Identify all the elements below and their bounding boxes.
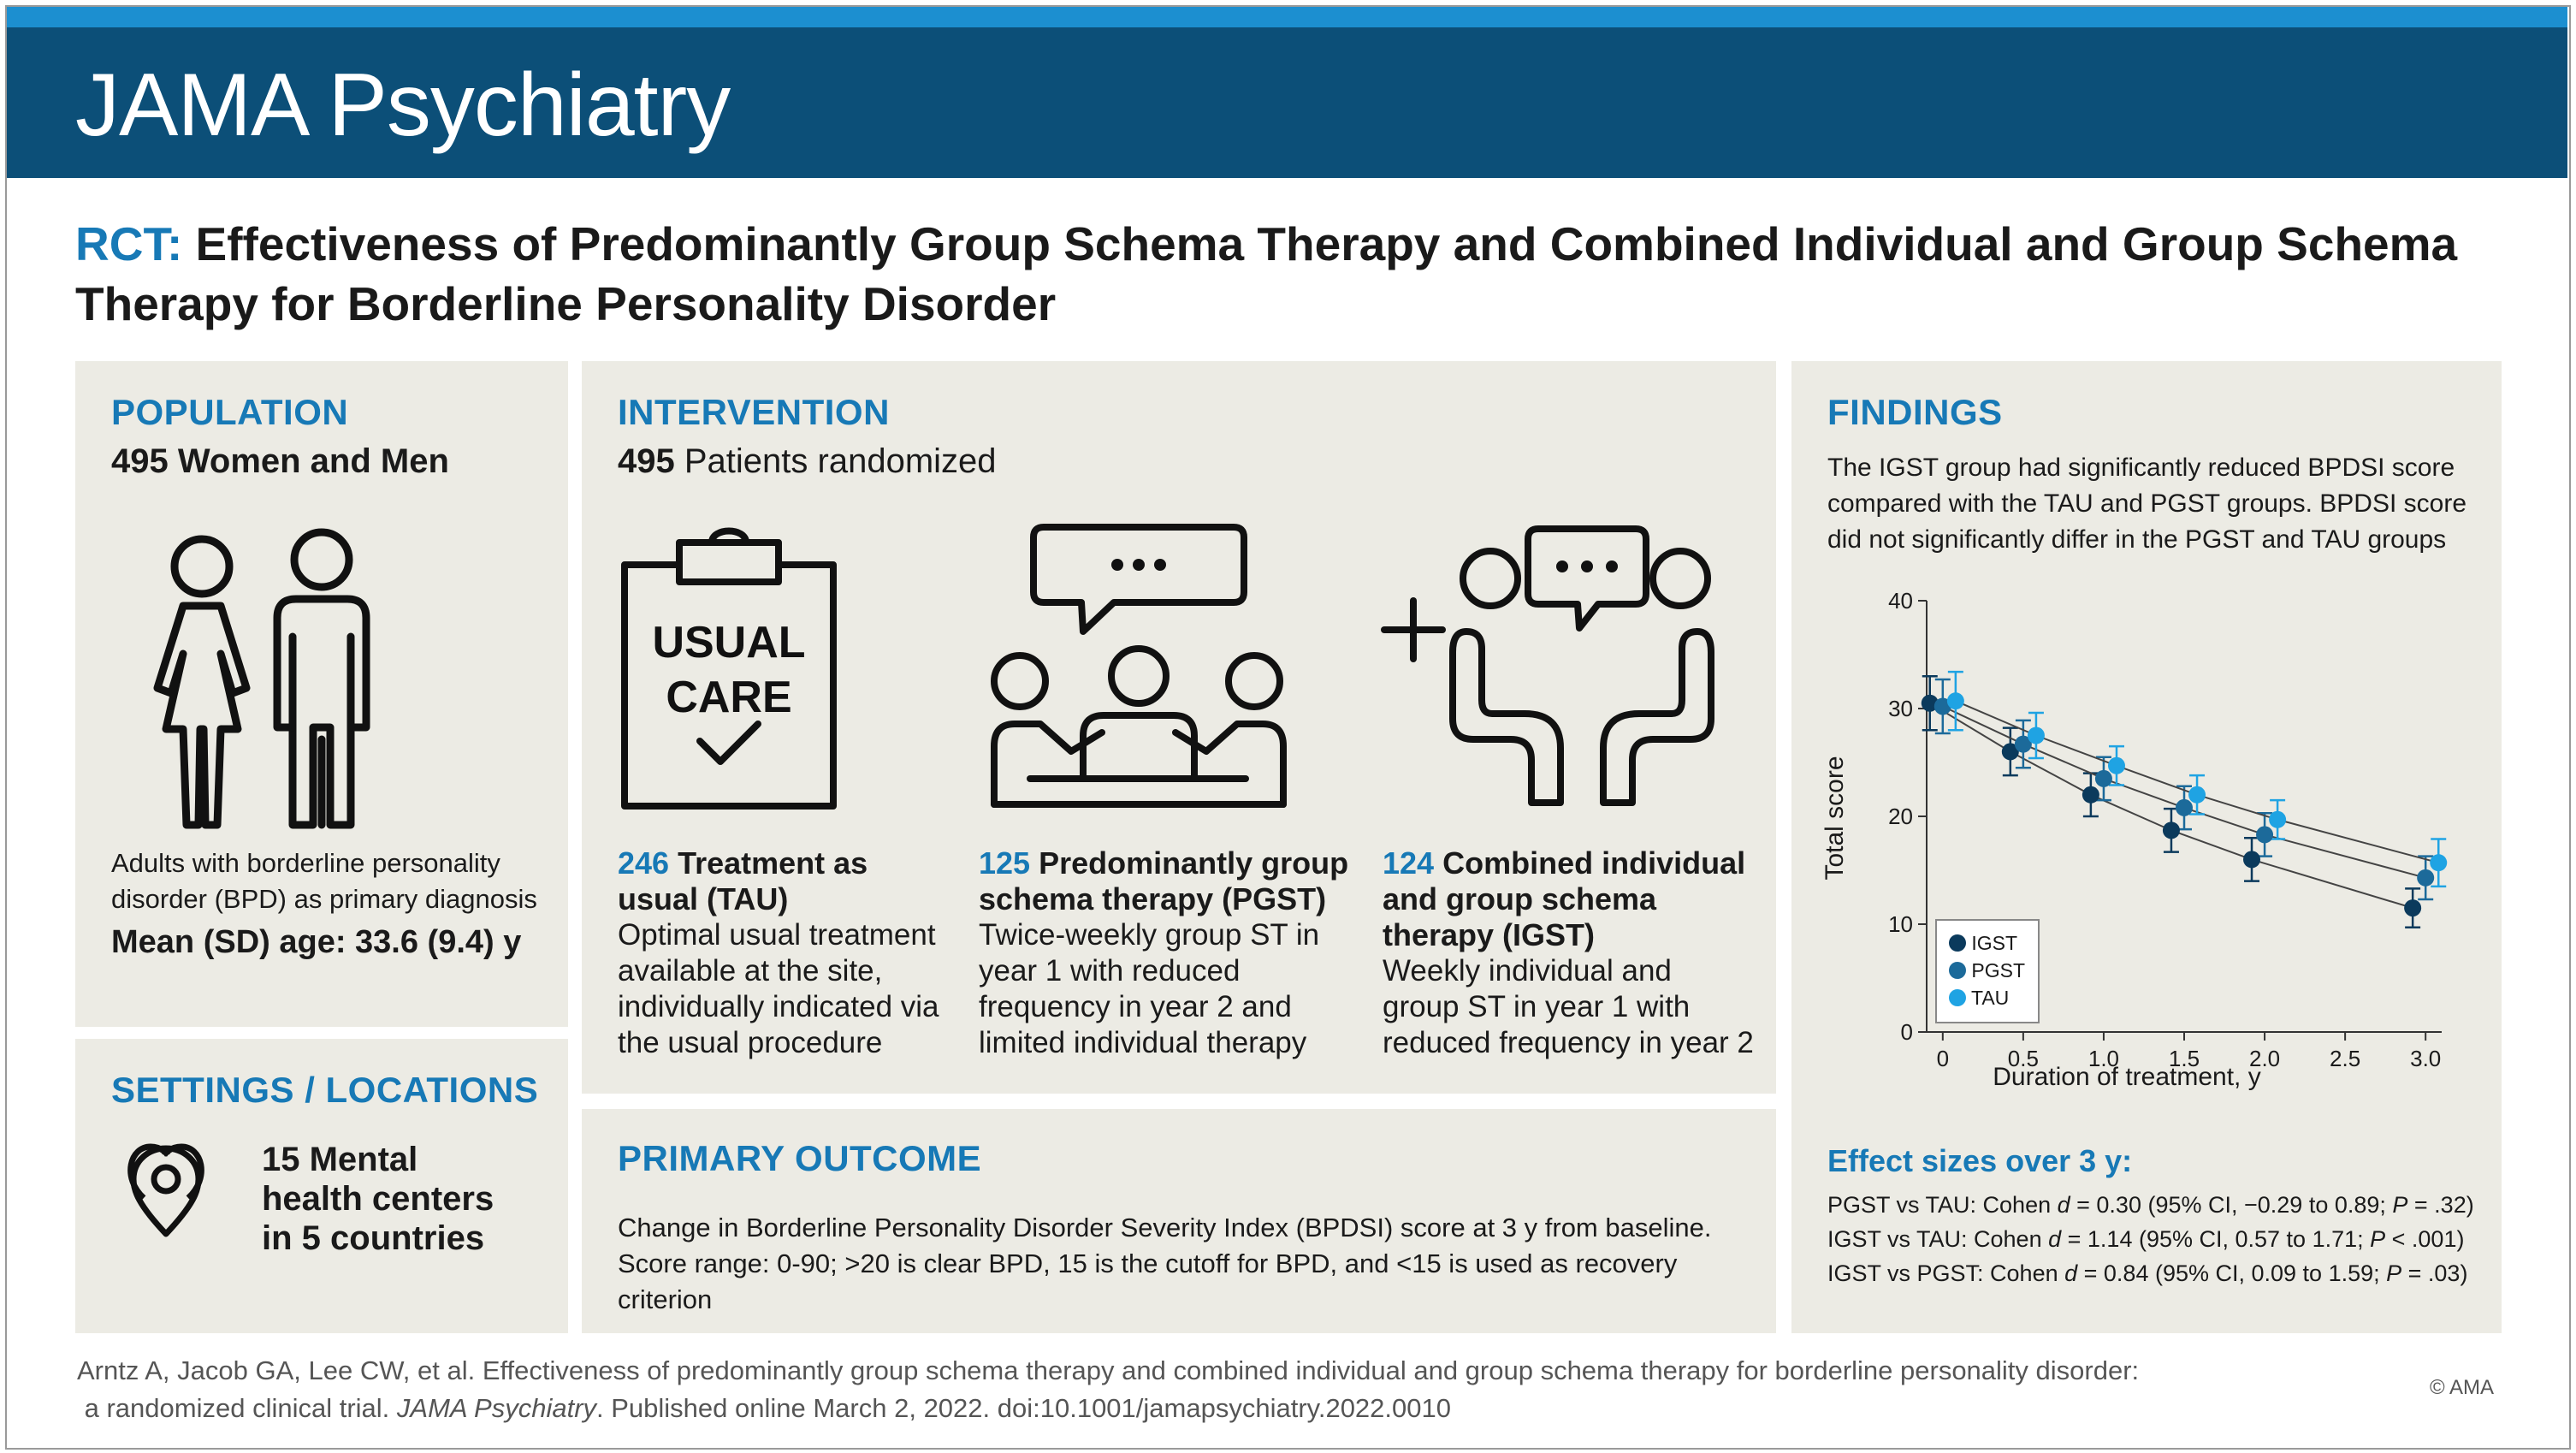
chart-point-igst <box>2001 743 2019 761</box>
findings-heading: FINDINGS <box>1827 392 2003 432</box>
page-title: RCT: Effectiveness of Predominantly Grou… <box>75 214 2488 334</box>
chart-x-tick-label: 1.0 <box>2088 1046 2119 1071</box>
settings-panel: SETTINGS / LOCATIONS 15 Mental health ce… <box>75 1039 568 1333</box>
arm-tau-count: 246 <box>618 845 670 881</box>
chart-x-tick-label: 2.0 <box>2249 1046 2280 1071</box>
settings-heading: SETTINGS / LOCATIONS <box>111 1070 539 1110</box>
chart-point-tau <box>2430 854 2448 872</box>
clipboard-label-1: USUAL <box>652 618 805 667</box>
chart-point-igst <box>2243 851 2261 869</box>
settings-line2: health centers <box>262 1180 494 1218</box>
chart-point-igst <box>2404 899 2422 917</box>
settings-line1: 15 Mental <box>262 1141 418 1178</box>
primary-outcome-line2: Score range: 0-90; >20 is clear BPD, 15 … <box>618 1248 1678 1314</box>
chart-x-tick-label: 2.5 <box>2330 1046 2360 1071</box>
findings-panel: FINDINGS The IGST group had significantl… <box>1791 361 2502 1333</box>
chart-x-tick-label: 0.5 <box>2008 1046 2039 1071</box>
population-description: Adults with borderline personality disor… <box>111 848 537 914</box>
chart-point-pgst <box>2014 735 2032 753</box>
arm-pgst-count: 125 <box>979 845 1031 881</box>
chart-y-tick-label: 10 <box>1888 911 1913 937</box>
women-and-men-icon <box>153 528 370 829</box>
title-text: Effectiveness of Predominantly Group Sch… <box>75 217 2458 330</box>
effect-size-pgst-vs-tau: PGST vs TAU: Cohen d = 0.30 (95% CI, −0.… <box>1827 1192 2474 1218</box>
bpdsi-line-chart: 0 10 20 30 40 0 0.5 1.0 1.5 2.0 2.5 3.0 Duration of… <box>1821 588 2448 1091</box>
clipboard-icon: USUAL CARE <box>621 527 837 810</box>
combined-therapy-icon <box>1381 525 1714 806</box>
top-accent-strip <box>7 7 2567 27</box>
chart-point-pgst <box>2176 798 2193 816</box>
primary-outcome-panel: PRIMARY OUTCOME Change in Borderline Per… <box>582 1109 1776 1333</box>
citation: Arntz A, Jacob GA, Lee CW, et al. Effect… <box>77 1352 2139 1427</box>
citation-line1: Arntz A, Jacob GA, Lee CW, et al. Effect… <box>77 1355 2140 1385</box>
population-heading: POPULATION <box>111 392 349 432</box>
legend-item-pgst: PGST <box>1949 957 2025 984</box>
randomized-line: 495 Patients randomized <box>618 443 997 479</box>
legend-marker-igst <box>1949 934 1966 952</box>
chart-line-pgst <box>1942 705 2426 879</box>
chart-point-igst <box>2082 786 2099 804</box>
chart-line-igst <box>1929 702 2413 910</box>
chart-y-tick-label: 20 <box>1888 804 1913 829</box>
chart-point-igst <box>2162 821 2180 839</box>
chart-point-tau <box>2027 726 2045 744</box>
effect-sizes-list: PGST vs TAU: Cohen d = 0.30 (95% CI, −0.… <box>1827 1188 2474 1290</box>
population-count: 495 Women and Men <box>111 442 449 480</box>
effect-size-igst-vs-pgst: IGST vs PGST: Cohen d = 0.84 (95% CI, 0.… <box>1827 1260 2468 1286</box>
legend-item-igst: IGST <box>1949 929 2017 957</box>
arm-igst-title: 124 Combined individual and group schema… <box>1383 845 1746 952</box>
intervention-heading: INTERVENTION <box>618 392 890 432</box>
group-therapy-icon <box>991 524 1287 808</box>
intervention-panel: INTERVENTION 495 Patients randomized USU… <box>582 361 1776 1094</box>
effect-sizes-heading: Effect sizes over 3 y: <box>1827 1143 2133 1178</box>
journal-brand: JAMA Psychiatry <box>75 56 731 155</box>
chart-point-tau <box>2269 810 2287 828</box>
chart-point-igst <box>1921 694 1939 712</box>
findings-summary: The IGST group had significantly reduced… <box>1827 454 2467 554</box>
citation-line2: a randomized clinical trial. JAMA Psychi… <box>84 1393 1451 1423</box>
citation-journal: JAMA Psychiatry <box>396 1393 597 1423</box>
chart-y-axis-label: Total score <box>1821 756 1849 880</box>
chart-x-tick-label: 0 <box>1937 1046 1949 1071</box>
randomized-text: Patients randomized <box>684 442 997 480</box>
chart-point-pgst <box>1933 697 1951 715</box>
arm-tau-title: 246 Treatment as usual (TAU) <box>618 845 868 916</box>
location-pins-icon <box>127 1143 204 1237</box>
chart-point-tau <box>1946 692 1964 710</box>
primary-outcome-line1: Change in Borderline Personality Disorde… <box>618 1213 1712 1242</box>
arm-pgst-title: 125 Predominantly group schema therapy (… <box>979 845 1349 916</box>
chart-y-tick-label: 40 <box>1888 588 1913 614</box>
population-panel: POPULATION 495 Women and Men Adults with… <box>75 361 568 1027</box>
chart-legend: IGST PGST TAU <box>1935 919 2040 1023</box>
arm-tau-description: Optimal usual treatment available at the… <box>618 918 939 1059</box>
legend-marker-tau <box>1949 989 1966 1006</box>
chart-y-tick-label: 30 <box>1888 696 1913 721</box>
chart-point-pgst <box>2417 869 2435 887</box>
arm-igst-count: 124 <box>1383 845 1435 881</box>
effect-size-igst-vs-tau: IGST vs TAU: Cohen d = 1.14 (95% CI, 0.5… <box>1827 1226 2465 1252</box>
legend-item-tau: TAU <box>1949 984 2009 1011</box>
chart-point-pgst <box>2256 826 2274 844</box>
population-age: Mean (SD) age: 33.6 (9.4) y <box>111 924 522 960</box>
title-tag: RCT: <box>75 217 183 270</box>
copyright: © AMA <box>2430 1376 2495 1399</box>
primary-outcome-heading: PRIMARY OUTCOME <box>618 1138 982 1178</box>
chart-x-tick-label: 3.0 <box>2410 1046 2441 1071</box>
settings-line3: in 5 countries <box>262 1219 485 1257</box>
arm-igst-description: Weekly individual and group ST in year 1… <box>1383 954 1754 1059</box>
clipboard-label-2: CARE <box>666 673 791 722</box>
chart-x-tick-label: 1.5 <box>2169 1046 2200 1071</box>
chart-point-tau <box>2107 756 2125 774</box>
journal-header: JAMA Psychiatry <box>7 27 2567 178</box>
chart-y-tick-label: 0 <box>1901 1019 1913 1045</box>
legend-marker-pgst <box>1949 962 1966 979</box>
chart-point-tau <box>2188 786 2206 804</box>
randomized-count: 495 <box>618 442 675 480</box>
chart-line-tau <box>1955 700 2439 864</box>
chart-point-pgst <box>2094 769 2112 787</box>
arm-pgst-description: Twice-weekly group ST in year 1 with red… <box>979 918 1320 1059</box>
chart-x-axis-label: Duration of treatment, y <box>1993 1063 2260 1091</box>
